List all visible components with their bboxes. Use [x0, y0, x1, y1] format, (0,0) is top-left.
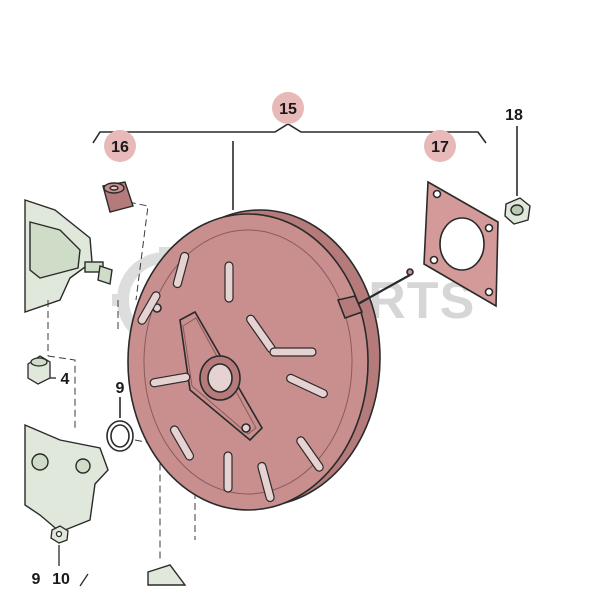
brake-booster — [127, 209, 414, 511]
callout-18: 18 — [505, 107, 523, 124]
callout-labels: 15 16 17 18 4 9 9 10 — [32, 101, 523, 588]
o-ring — [106, 397, 134, 452]
cap-part — [27, 355, 51, 385]
reservoir — [24, 199, 113, 313]
callout-15: 15 — [279, 101, 297, 118]
callout-9-top: 9 — [116, 380, 125, 397]
nut-part — [504, 126, 531, 225]
callout-10: 10 — [52, 571, 70, 588]
callout-9-bottom: 9 — [32, 571, 41, 588]
master-cylinder — [24, 423, 187, 586]
callout-highlights — [104, 92, 456, 162]
booster-ribs — [137, 251, 328, 503]
callout-4: 4 — [61, 371, 70, 388]
callout-16: 16 — [111, 139, 129, 156]
gasket — [423, 180, 499, 308]
callout-17: 17 — [431, 139, 449, 156]
small-nut-part — [50, 525, 89, 587]
grommet-part — [102, 181, 134, 213]
